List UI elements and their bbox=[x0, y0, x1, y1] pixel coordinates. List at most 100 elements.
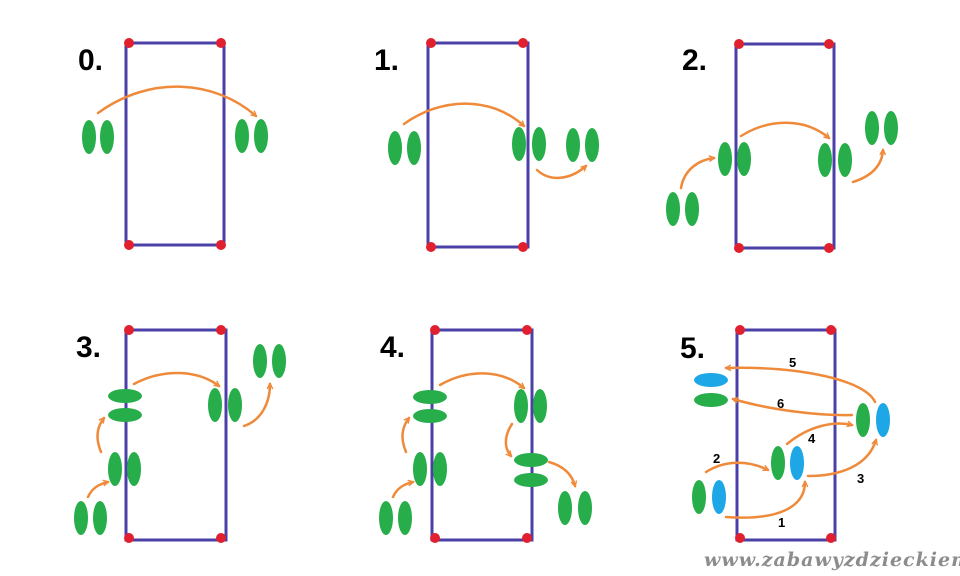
panel-label: 0. bbox=[78, 44, 103, 77]
corner-dot bbox=[824, 39, 834, 49]
panel-label: 1. bbox=[374, 44, 399, 77]
panel-4: 4. bbox=[379, 325, 592, 543]
panel-3: 3. bbox=[74, 325, 286, 543]
arrow bbox=[438, 372, 524, 388]
player-green bbox=[379, 501, 393, 535]
corner-dot bbox=[734, 243, 744, 253]
arrow bbox=[851, 150, 883, 184]
player-green bbox=[532, 127, 546, 161]
player-green bbox=[533, 389, 547, 423]
player-green bbox=[413, 409, 447, 423]
panel-2: 2. bbox=[666, 39, 898, 253]
player-green bbox=[413, 452, 427, 486]
player-green bbox=[398, 501, 412, 535]
arrow bbox=[504, 422, 514, 456]
corner-dot bbox=[124, 325, 134, 335]
player-green bbox=[718, 142, 732, 176]
step-number-3: 3 bbox=[857, 471, 864, 486]
player-green bbox=[407, 131, 421, 165]
player-green bbox=[228, 388, 242, 422]
player-green bbox=[692, 480, 706, 514]
arrow bbox=[96, 85, 256, 116]
corner-dot bbox=[735, 325, 745, 335]
player-green bbox=[512, 127, 526, 161]
field-rectangle bbox=[124, 328, 228, 542]
player-green bbox=[74, 501, 88, 535]
player-green bbox=[818, 143, 832, 177]
step-number-6: 6 bbox=[777, 396, 784, 411]
player-green bbox=[514, 453, 548, 467]
player-green bbox=[388, 131, 402, 165]
panel-label: 2. bbox=[682, 44, 707, 77]
arrow-step-1 bbox=[724, 482, 805, 519]
player-green bbox=[566, 128, 580, 162]
arrow-step-3 bbox=[806, 440, 876, 478]
player-green bbox=[127, 452, 141, 486]
corner-dot bbox=[518, 242, 528, 252]
player-green bbox=[578, 491, 592, 525]
player-green bbox=[737, 142, 751, 176]
player-green bbox=[838, 143, 852, 177]
arrow bbox=[132, 371, 219, 386]
corner-dot bbox=[826, 325, 836, 335]
player-green bbox=[272, 344, 286, 378]
arrow bbox=[547, 460, 575, 486]
corner-dot bbox=[518, 38, 528, 48]
player-green bbox=[558, 491, 572, 525]
player-green bbox=[685, 192, 699, 226]
player-green bbox=[208, 388, 222, 422]
player-green bbox=[856, 403, 870, 437]
corner-dot bbox=[216, 325, 226, 335]
corner-dot bbox=[734, 39, 744, 49]
player-blue bbox=[712, 480, 726, 514]
corner-dot bbox=[824, 243, 834, 253]
player-green bbox=[82, 120, 96, 154]
corner-dot bbox=[826, 533, 836, 543]
panel-1: 1. bbox=[374, 38, 599, 252]
arrow bbox=[535, 166, 586, 179]
corner-dot bbox=[426, 38, 436, 48]
step-number-2: 2 bbox=[713, 451, 720, 466]
player-green bbox=[108, 408, 142, 422]
corner-dot bbox=[216, 38, 226, 48]
arrow bbox=[391, 482, 413, 499]
player-green bbox=[100, 120, 114, 154]
panel-label: 4. bbox=[380, 331, 405, 364]
arrow bbox=[679, 158, 714, 190]
corner-dot bbox=[124, 38, 134, 48]
player-green bbox=[433, 452, 447, 486]
player-blue bbox=[876, 403, 890, 437]
panel-label: 3. bbox=[76, 331, 101, 364]
field-rectangle bbox=[426, 41, 530, 249]
step-number-4: 4 bbox=[808, 431, 816, 446]
player-green bbox=[585, 128, 599, 162]
corner-dot bbox=[430, 533, 440, 543]
player-green bbox=[514, 389, 528, 423]
player-blue bbox=[694, 373, 728, 387]
arrow-step-2 bbox=[704, 461, 768, 474]
panel-5: 5. 1 2 3 4 5 6 bbox=[680, 325, 890, 543]
arrow-step-4 bbox=[785, 424, 852, 446]
player-green bbox=[771, 446, 785, 480]
corner-dot bbox=[735, 533, 745, 543]
corner-dot bbox=[426, 242, 436, 252]
player-green bbox=[93, 501, 107, 535]
step-number-1: 1 bbox=[778, 515, 785, 530]
player-green bbox=[884, 111, 898, 145]
player-green bbox=[666, 192, 680, 226]
corner-dot bbox=[522, 325, 532, 335]
corner-dot bbox=[124, 240, 134, 250]
player-green bbox=[108, 452, 122, 486]
field-rectangle bbox=[124, 41, 226, 247]
step-number-5: 5 bbox=[789, 355, 796, 370]
arrow bbox=[401, 418, 409, 454]
player-green bbox=[865, 111, 879, 145]
arrow bbox=[402, 102, 524, 126]
arrow bbox=[86, 482, 108, 499]
corner-dot bbox=[124, 533, 134, 543]
player-green bbox=[253, 344, 267, 378]
corner-dot bbox=[430, 325, 440, 335]
field-rectangle bbox=[430, 328, 534, 542]
arrow bbox=[96, 418, 104, 454]
player-green bbox=[514, 473, 548, 487]
